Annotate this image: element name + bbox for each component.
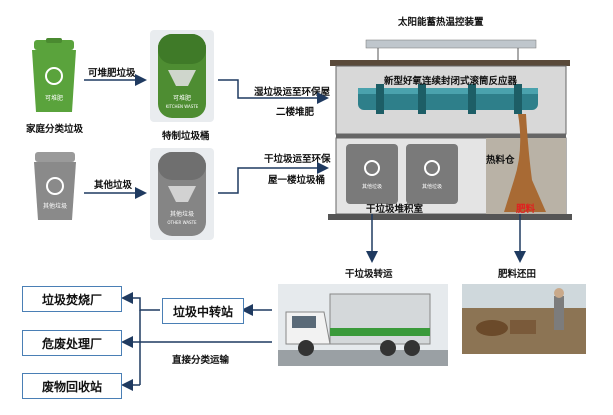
- incineration-plant-box: 垃圾焚烧厂: [22, 286, 122, 312]
- household-grey-bin: 其他垃圾: [34, 152, 76, 220]
- special-bin-label: 特制垃圾桶: [162, 131, 210, 142]
- first-floor-bin-label: 屋一楼垃圾桶: [268, 175, 326, 186]
- svg-text:其他垃圾: 其他垃圾: [422, 183, 442, 190]
- direct-transport-label: 直接分类运输: [172, 355, 230, 366]
- svg-text:可堆肥: 可堆肥: [45, 94, 63, 102]
- compost-arrow-label: 可堆肥垃圾: [88, 68, 136, 79]
- special-grey-bin-photo: 其他垃圾 OTHER WASTE: [150, 148, 214, 240]
- field-photo: [462, 284, 586, 354]
- reactor-label: 新型好氧连续封闭式滚筒反应器: [384, 76, 518, 87]
- wet-to-eco-label: 湿垃圾运至环保屋: [254, 87, 331, 98]
- dry-transport-label: 干垃圾转运: [345, 269, 393, 280]
- svg-text:KITCHEN WASTE: KITCHEN WASTE: [166, 104, 199, 109]
- fertilizer-label: 肥料: [516, 204, 536, 215]
- svg-text:其他垃圾: 其他垃圾: [170, 210, 194, 218]
- transfer-station-box: 垃圾中转站: [162, 298, 244, 324]
- svg-text:可堆肥: 可堆肥: [173, 94, 191, 102]
- second-floor-label: 二楼堆肥: [276, 107, 315, 118]
- household-green-bin: 可堆肥: [32, 38, 76, 112]
- dry-to-eco-label: 干垃圾运至环保: [264, 154, 331, 165]
- svg-text:其他垃圾: 其他垃圾: [43, 202, 67, 210]
- dry-storage-label: 干垃圾堆积室: [366, 204, 424, 215]
- svg-text:其他垃圾: 其他垃圾: [362, 183, 382, 190]
- hot-silo-label: 热料仓: [486, 155, 515, 166]
- special-green-bin-photo: 可堆肥 KITCHEN WASTE: [150, 30, 214, 122]
- other-arrow-label: 其他垃圾: [94, 180, 133, 191]
- svg-text:OTHER WASTE: OTHER WASTE: [167, 220, 197, 225]
- household-bin-label: 家庭分类垃圾: [26, 124, 84, 135]
- recycling-station-box: 废物回收站: [22, 373, 122, 399]
- hazardous-plant-box: 危废处理厂: [22, 330, 122, 356]
- garbage-truck-photo: [278, 284, 448, 366]
- solar-device-label: 太阳能蓄热温控装置: [398, 17, 484, 28]
- fertilizer-field-label: 肥料还田: [498, 269, 537, 280]
- eco-house-building: 其他垃圾 其他垃圾: [328, 39, 572, 220]
